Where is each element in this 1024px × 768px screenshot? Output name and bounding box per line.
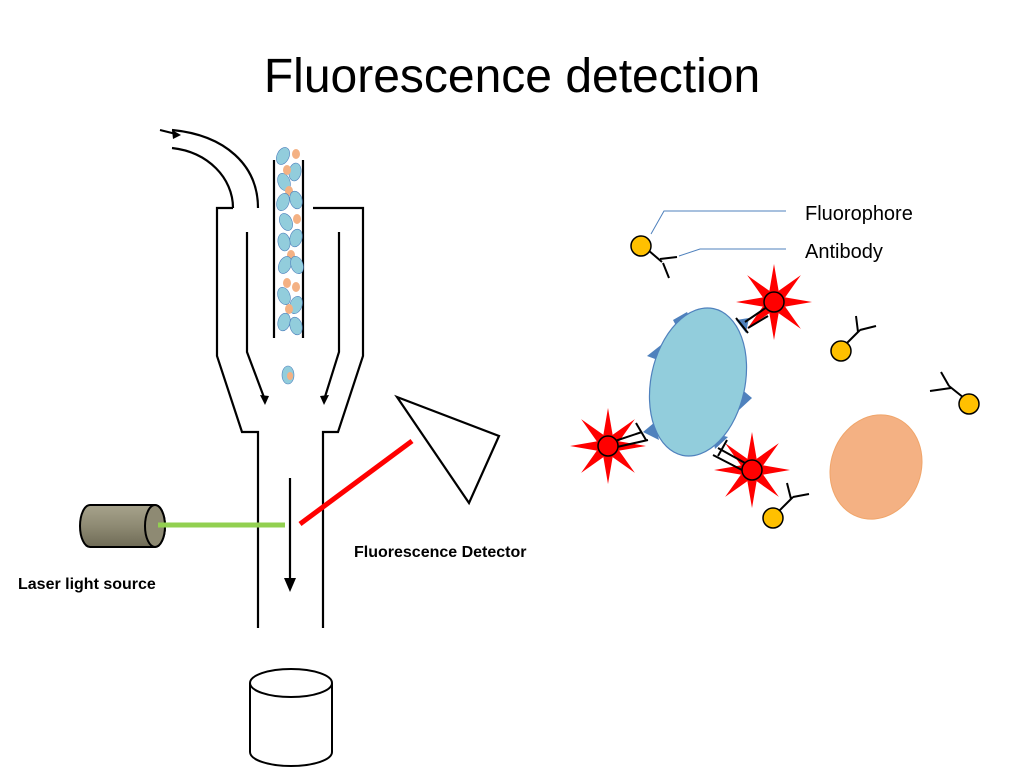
laser-source-label: Laser light source bbox=[18, 576, 156, 593]
free-conjugate bbox=[929, 371, 980, 415]
fluorophore-icon bbox=[830, 340, 852, 362]
bound-conjugate-top bbox=[735, 264, 812, 340]
excited-fluorophore-icon bbox=[741, 459, 763, 481]
legend-fluorophore-label: Fluorophore bbox=[805, 203, 913, 225]
fluorophore-icon bbox=[630, 235, 652, 257]
flow-cell bbox=[159, 128, 365, 628]
fluorescence-detector bbox=[394, 394, 501, 506]
non-target-cell bbox=[829, 414, 923, 520]
excited-fluorophore-icon bbox=[597, 435, 619, 457]
flow-down-arrow-icon bbox=[284, 578, 296, 592]
fluorophore-icon bbox=[958, 393, 980, 415]
free-conjugate bbox=[762, 482, 810, 529]
sheath-flow-arrow-right-icon bbox=[320, 395, 329, 405]
page-title: Fluorescence detection bbox=[264, 50, 760, 103]
detector-label: Fluorescence Detector bbox=[354, 544, 527, 561]
legend: Fluorophore Antibody bbox=[630, 203, 913, 279]
collection-tube bbox=[249, 668, 333, 767]
legend-antibody-label: Antibody bbox=[805, 241, 883, 263]
free-conjugate bbox=[830, 315, 877, 362]
laser-source bbox=[79, 504, 166, 548]
bound-conjugate-bottom bbox=[712, 432, 790, 508]
excited-fluorophore-icon bbox=[763, 291, 785, 313]
inlet-arrowhead-icon bbox=[172, 130, 181, 139]
sample-cells bbox=[276, 147, 304, 385]
legend-conjugate bbox=[630, 235, 678, 279]
target-cell bbox=[648, 307, 748, 457]
cell-detail bbox=[570, 264, 980, 529]
bound-conjugate-left bbox=[570, 408, 649, 484]
sheath-flow-arrow-left-icon bbox=[260, 395, 269, 405]
emission-beam bbox=[298, 438, 414, 527]
fluorophore-icon bbox=[762, 507, 784, 529]
